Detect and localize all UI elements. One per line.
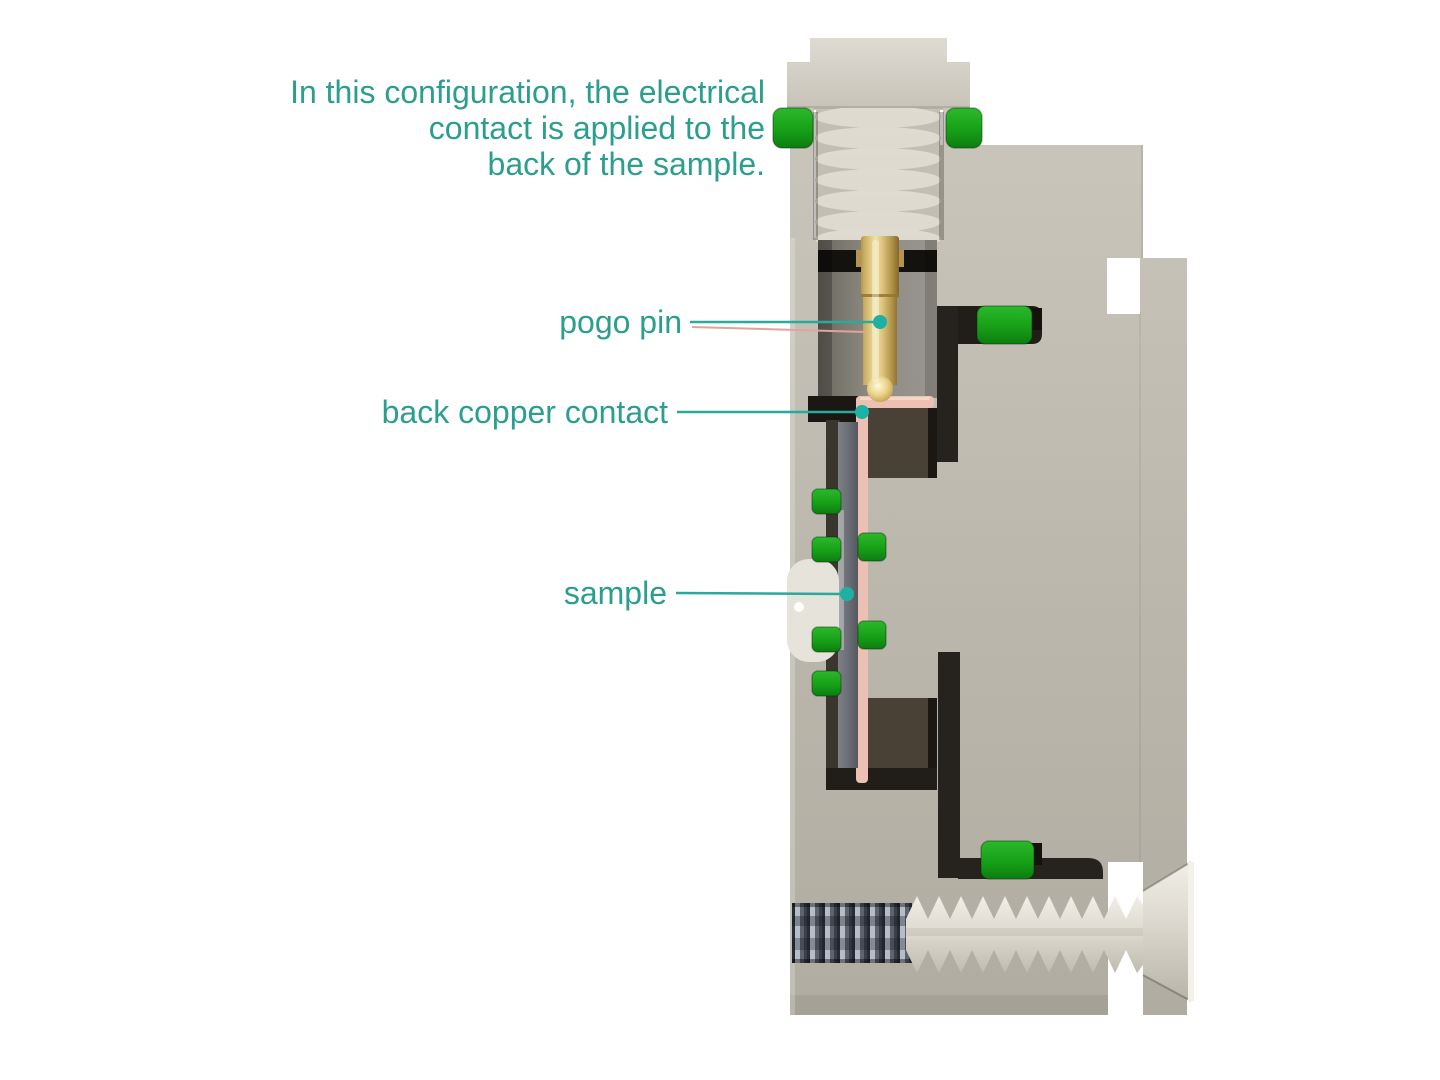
seal-left-4 <box>811 670 842 697</box>
sample-marker-dot <box>840 587 854 601</box>
clamp-screw <box>906 861 1194 1002</box>
leader-lines <box>675 315 887 601</box>
seal-mid-right-1 <box>857 532 887 562</box>
thumbscrew-threads <box>813 108 944 242</box>
caption-text: In this configuration, the electrical co… <box>290 74 765 182</box>
retaining-cap-top <box>810 38 947 64</box>
cell-body <box>787 38 1187 1015</box>
screw-head <box>1143 862 1191 1001</box>
copper-marker-dot <box>855 405 869 419</box>
perimeter-seals <box>772 107 1035 880</box>
screw-threads <box>906 896 1148 973</box>
label-back-copper-contact: back copper contact <box>381 394 668 430</box>
caption-line-2: contact is applied to the <box>428 110 765 146</box>
o-ring-left <box>772 107 814 149</box>
seal-top-right <box>976 305 1033 345</box>
o-ring-right <box>945 107 983 149</box>
label-sample: sample <box>563 575 667 611</box>
pogo-pin <box>856 236 904 402</box>
alignment-notch <box>1107 258 1140 314</box>
compression-spring <box>792 903 912 963</box>
retaining-cap-flange <box>787 62 970 110</box>
sample-leader-line <box>675 591 844 596</box>
seal-left-1 <box>811 488 842 515</box>
label-pogo-pin: pogo pin <box>559 304 682 340</box>
caption-line-3: back of the sample. <box>487 146 765 182</box>
seal-mid-right-2 <box>857 620 887 650</box>
seal-left-2 <box>811 536 842 563</box>
seal-bottom-right <box>980 840 1035 880</box>
caption-line-1: In this configuration, the electrical <box>290 74 765 110</box>
seal-left-3 <box>811 626 842 653</box>
pogo-pin-artifact-line <box>691 326 867 333</box>
pogo-pin-marker-dot <box>873 315 887 329</box>
